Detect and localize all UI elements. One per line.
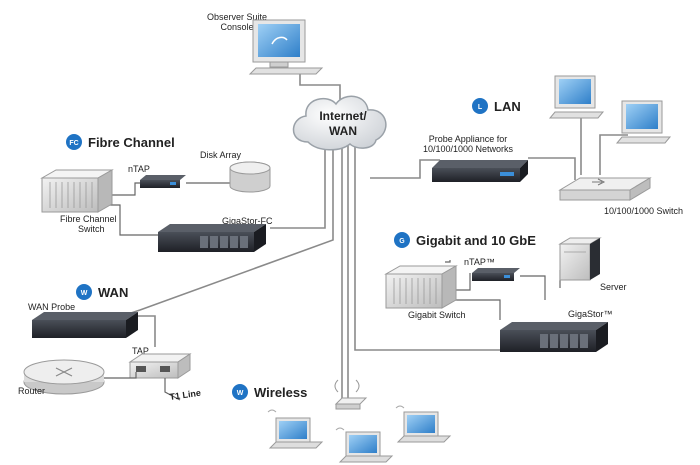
fibre-badge-icon xyxy=(66,134,82,150)
fibre-switch-label-line1: Fibre Channel xyxy=(60,214,117,224)
disk-array-icon xyxy=(229,161,271,193)
server-label: Server xyxy=(600,282,627,292)
probe-appliance: Probe Appliance for 10/100/1000 Networks xyxy=(423,134,528,182)
t1-line-label: T1 Line xyxy=(169,388,202,402)
tap-label: TAP xyxy=(132,346,149,356)
server-icon xyxy=(558,237,602,281)
lan-workstation-icon xyxy=(615,100,672,144)
wan-badge-text: W xyxy=(81,290,88,297)
observer-label-line2: Console xyxy=(220,22,253,32)
wireless-access-point-icon xyxy=(334,379,368,410)
gigabit-switch-label: Gigabit Switch xyxy=(408,310,466,320)
probe-label-line1: Probe Appliance for xyxy=(429,134,508,144)
fibre-ntap-label: nTAP xyxy=(128,164,150,174)
lan-switch-icon xyxy=(558,177,652,201)
observer-label-line1: Observer Suite xyxy=(207,12,267,22)
gigastor-fc-icon xyxy=(158,224,266,252)
wireless-section: W Wireless xyxy=(232,379,452,463)
gigabit-section: G Gigabit and 10 GbE nTAP™ Server xyxy=(384,232,627,352)
wan-probe-icon xyxy=(32,312,138,338)
cloud-label-line1: Internet/ xyxy=(319,109,367,123)
wan-title: WAN xyxy=(98,285,128,300)
fibre-switch-label-line2: Switch xyxy=(78,224,105,234)
lan-section: L LAN 10/100/1000 Switch xyxy=(472,75,683,216)
fibre-ntap-icon xyxy=(140,175,186,188)
fibre-channel-switch-icon xyxy=(40,169,114,213)
lan-workstation-icon xyxy=(548,75,605,119)
router-label: Router xyxy=(18,386,45,396)
gigabit-badge-text: G xyxy=(399,238,405,245)
gigabit-title: Gigabit and 10 GbE xyxy=(416,233,536,248)
internet-wan-cloud: Internet/ WAN xyxy=(292,95,387,151)
observer-console: Observer Suite Console xyxy=(207,12,324,75)
gigabit-switch-icon xyxy=(384,265,458,309)
gigastor-icon xyxy=(500,322,608,352)
observer-logo-icon xyxy=(271,36,288,45)
lan-badge-icon xyxy=(472,98,488,114)
gigastor-label: GigaStor™ xyxy=(568,309,613,319)
wireless-badge-text: W xyxy=(237,390,244,397)
wireless-title: Wireless xyxy=(254,385,307,400)
tap-icon xyxy=(128,353,192,379)
gigabit-badge-icon xyxy=(394,232,410,248)
cloud-label-line2: WAN xyxy=(329,124,357,138)
wan-badge-icon xyxy=(76,284,92,300)
lan-badge-text: L xyxy=(478,104,483,111)
laptop-icon xyxy=(335,427,394,463)
laptop-icon xyxy=(267,409,324,449)
laptop-icon xyxy=(395,405,452,443)
wan-probe-label: WAN Probe xyxy=(28,302,75,312)
gigabit-ntap-icon xyxy=(472,268,520,281)
lan-switch-label: 10/100/1000 Switch xyxy=(604,206,683,216)
wireless-badge-icon xyxy=(232,384,248,400)
fibre-title: Fibre Channel xyxy=(88,135,175,150)
disk-array-label: Disk Array xyxy=(200,150,242,160)
gigastor-fc-label: GigaStor-FC xyxy=(222,216,273,226)
wan-section: W WAN WAN Probe TAP Router T1 Line xyxy=(18,284,201,402)
gigabit-ntap-label: nTAP™ xyxy=(464,257,495,267)
fibre-badge-text: FC xyxy=(69,140,78,147)
fibre-channel-section: FC Fibre Channel nTAP Disk Array Fibre xyxy=(40,134,273,252)
router-icon xyxy=(23,359,105,395)
probe-label-line2: 10/100/1000 Networks xyxy=(423,144,514,154)
lan-title: LAN xyxy=(494,99,521,114)
